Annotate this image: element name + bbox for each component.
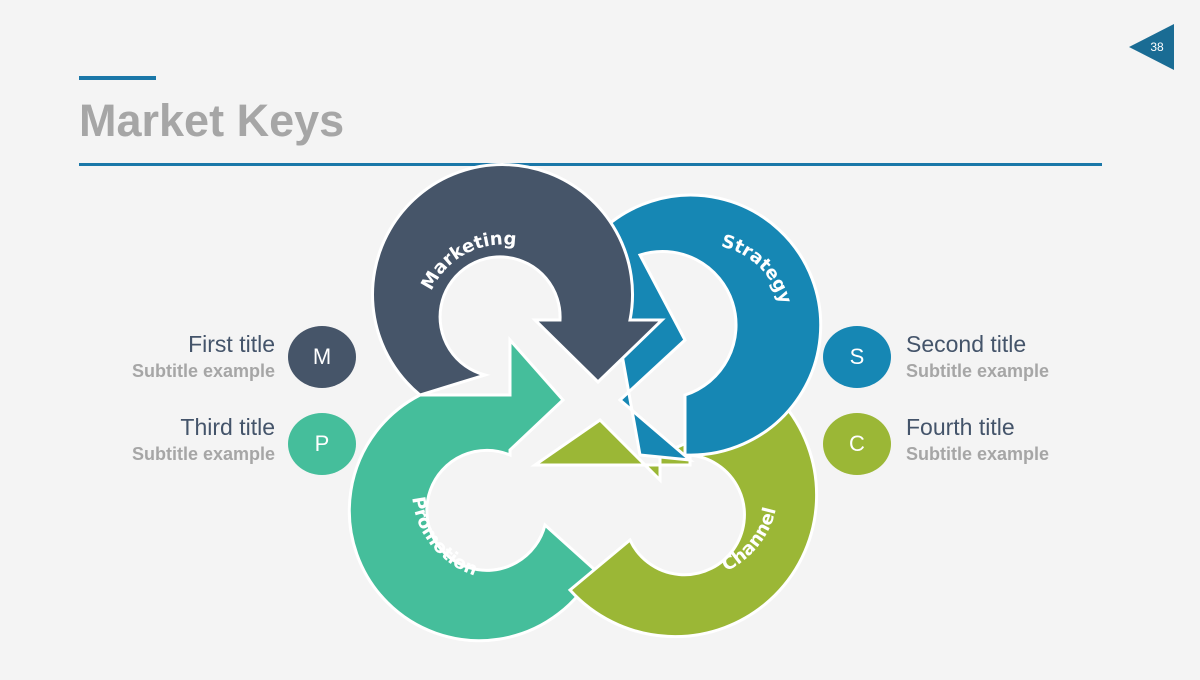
channel-arrow-segment (530, 398, 819, 639)
first-item-subtitle: Subtitle example (131, 361, 275, 381)
first-item-title: First title (188, 331, 275, 357)
fourth-item-title: Fourth title (906, 414, 1015, 440)
strategy-letter-badge: S (823, 326, 891, 388)
page-title: Market Keys (79, 95, 345, 146)
fourth-item-subtitle: Subtitle example (906, 444, 1050, 464)
channel-letter-badge: C (823, 413, 891, 475)
promotion-letter-badge: P (288, 413, 356, 475)
marketing-letter-badge: M (288, 326, 356, 388)
third-item: Third title Subtitle example (0, 413, 275, 467)
marketing-arrow-segment (371, 163, 666, 397)
page-number: 38 (1150, 40, 1164, 54)
page-badge-triangle-icon (1129, 24, 1174, 70)
page-number-badge: 38 (1128, 23, 1176, 71)
promotion-arrow-segment (347, 336, 597, 643)
third-item-subtitle: Subtitle example (131, 444, 275, 464)
title-divider (79, 163, 1102, 166)
second-item-title: Second title (906, 331, 1027, 357)
second-item-subtitle: Subtitle example (906, 361, 1050, 381)
second-item: Second title Subtitle example (906, 330, 1200, 384)
title-accent-bar (79, 76, 156, 80)
strategy-arrow-segment (598, 193, 823, 462)
fourth-item: Fourth title Subtitle example (906, 413, 1200, 467)
first-item: First title Subtitle example (0, 330, 275, 384)
third-item-title: Third title (180, 414, 275, 440)
